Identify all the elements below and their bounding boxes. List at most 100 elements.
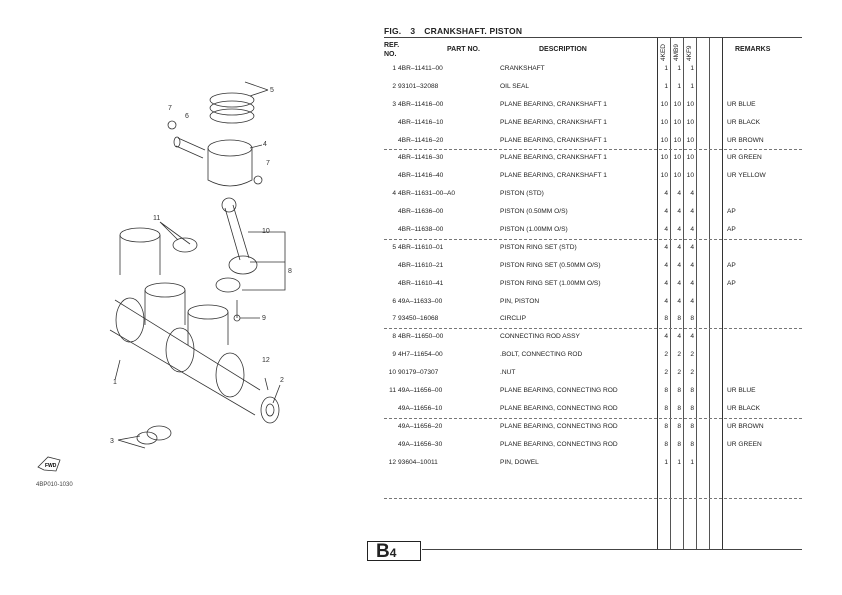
part-number: 93604–10011: [398, 458, 438, 466]
qty-4ked: 10: [660, 136, 668, 144]
remarks: UR BLACK: [727, 404, 760, 412]
remarks: UR BLUE: [727, 387, 756, 395]
fig-number: 3: [410, 26, 416, 36]
qty-4kf9: 10: [686, 118, 694, 126]
qty-4mb9: 4: [677, 333, 681, 341]
header-model-4mb9: 4MB9: [673, 44, 680, 61]
qty-4kf9: 1: [690, 82, 694, 90]
remarks: AP: [727, 226, 736, 234]
qty-4mb9: 10: [673, 136, 681, 144]
qty-4kf9: 4: [690, 226, 694, 234]
qty-4ked: 4: [664, 208, 668, 216]
table-row: 4BR–11416–30 PLANE BEARING, CRANKSHAFT 1 1…: [384, 149, 802, 168]
description: PIN, DOWEL: [500, 458, 539, 466]
part-number: 4BR–11631–00–A0: [398, 190, 456, 198]
part-number: 4BR–11610–01: [398, 243, 444, 251]
description: PISTON RING SET (1.00MM O/S): [500, 279, 601, 287]
column-divider: [670, 38, 671, 549]
remarks: UR GREEN: [727, 440, 762, 448]
qty-4ked: 10: [660, 118, 668, 126]
fig-prefix: FIG.: [384, 26, 402, 36]
dashed-separator: [384, 498, 802, 499]
qty-4ked: 8: [664, 440, 668, 448]
description: PLANE BEARING, CRANKSHAFT 1: [500, 154, 607, 162]
remarks: UR BLACK: [727, 118, 760, 126]
remarks: AP: [727, 279, 736, 287]
qty-4mb9: 1: [677, 82, 681, 90]
qty-4ked: 8: [664, 422, 668, 430]
part-number: 4BR–11416–30: [398, 154, 444, 162]
callout-5: 5: [270, 87, 274, 94]
qty-4kf9: 10: [686, 172, 694, 180]
qty-4kf9: 10: [686, 100, 694, 108]
header-part-no: PART NO.: [447, 46, 480, 53]
qty-4kf9: 4: [690, 279, 694, 287]
qty-4mb9: 4: [677, 243, 681, 251]
qty-4mb9: 4: [677, 261, 681, 269]
description: PLANE BEARING, CRANKSHAFT 1: [500, 172, 607, 180]
header-model-4kf9: 4KF9: [686, 45, 693, 61]
part-number: 4BR–11411–00: [398, 65, 443, 72]
description: CONNECTING ROD ASSY: [500, 333, 580, 341]
bottom-rule: [422, 549, 802, 550]
ref-no: 6: [392, 297, 396, 305]
qty-4kf9: 8: [690, 387, 694, 395]
ref-no: 12: [388, 458, 396, 466]
part-number: 4BR–11638–00: [398, 226, 444, 234]
qty-4mb9: 10: [673, 172, 681, 180]
qty-4kf9: 8: [690, 422, 694, 430]
part-number: 49A–11633–00: [398, 297, 443, 305]
part-number: 49A–11656–20: [398, 422, 443, 430]
qty-4ked: 1: [664, 65, 668, 72]
qty-4kf9: 10: [686, 136, 694, 144]
qty-4ked: 1: [664, 458, 668, 466]
remarks: UR BLUE: [727, 100, 756, 108]
ref-no: 1: [392, 65, 396, 72]
part-number: 4BR–11416–20: [398, 136, 444, 144]
qty-4kf9: 4: [690, 333, 694, 341]
qty-4ked: 8: [664, 315, 668, 323]
callout-9: 9: [262, 315, 266, 322]
callout-8: 8: [288, 268, 292, 275]
qty-4mb9: 10: [673, 100, 681, 108]
qty-4mb9: 4: [677, 297, 681, 305]
qty-4ked: 4: [664, 333, 668, 341]
page-label-number: 4: [389, 546, 397, 560]
header-remarks: REMARKS: [735, 46, 771, 53]
qty-4kf9: 8: [690, 315, 694, 323]
callout-3: 3: [110, 438, 114, 445]
callout-12: 12: [262, 357, 270, 364]
qty-4mb9: 2: [677, 351, 681, 359]
description: OIL SEAL: [500, 82, 530, 90]
description: PISTON (0.50MM O/S): [500, 208, 568, 216]
callout-1: 1: [113, 379, 117, 386]
ref-no: 3: [392, 100, 396, 108]
part-number: 4BR–11416–40: [398, 172, 444, 180]
callout-11: 11: [153, 215, 160, 222]
remarks: AP: [727, 208, 736, 216]
qty-4mb9: 4: [677, 190, 681, 198]
qty-4ked: 10: [660, 172, 668, 180]
qty-4kf9: 2: [690, 351, 694, 359]
qty-4ked: 8: [664, 387, 668, 395]
qty-4mb9: 8: [677, 387, 681, 395]
qty-4mb9: 8: [677, 422, 681, 430]
qty-4ked: 4: [664, 226, 668, 234]
remarks: UR BROWN: [727, 136, 764, 144]
qty-4kf9: 8: [690, 440, 694, 448]
part-number: 4H7–11654–00: [398, 351, 443, 359]
qty-4ked: 10: [660, 154, 668, 162]
qty-4ked: 4: [664, 243, 668, 251]
